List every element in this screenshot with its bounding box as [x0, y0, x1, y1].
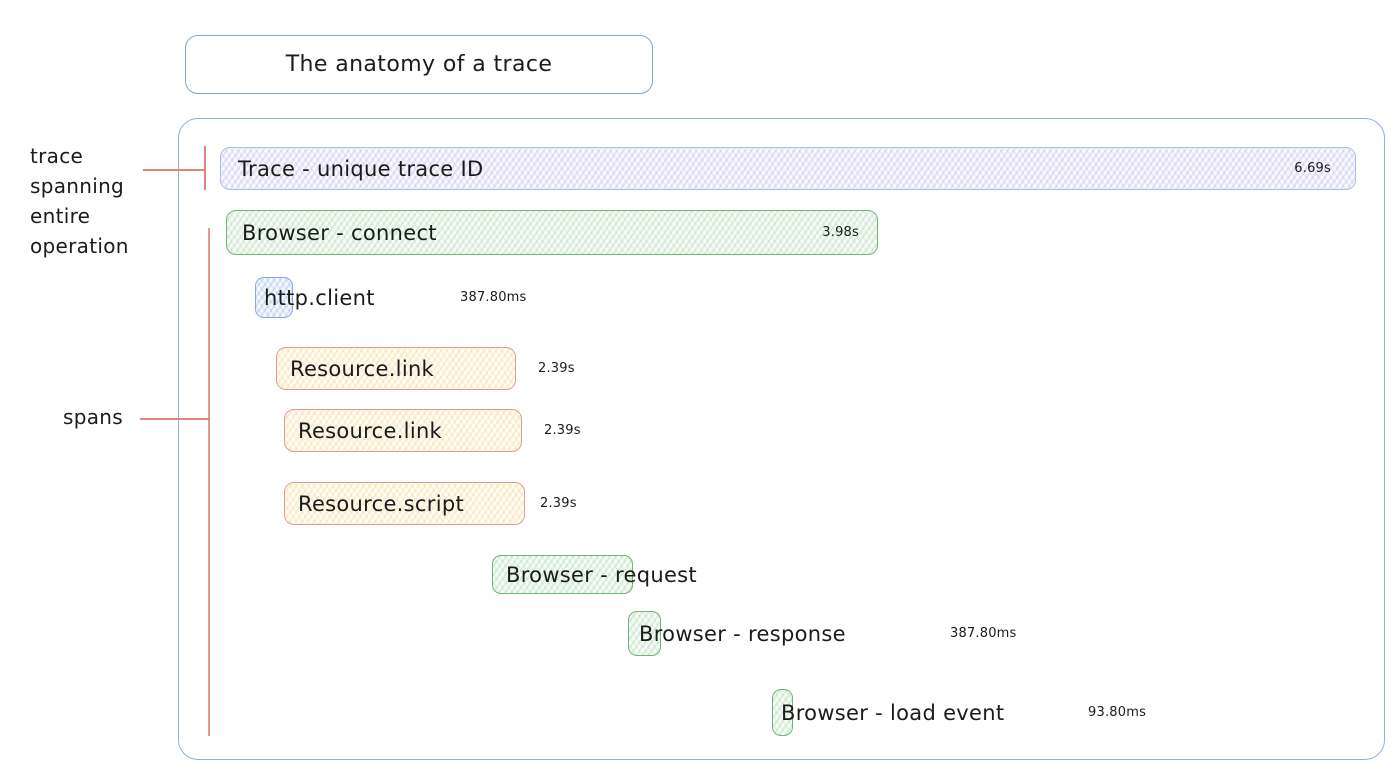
title-text: The anatomy of a trace — [285, 52, 553, 77]
span-http-client-label: http.client — [264, 285, 375, 310]
span-trace-bar: Trace - unique trace ID 6.69s — [220, 147, 1356, 190]
span-browser-connect-bar: Browser - connect 3.98s — [226, 210, 878, 255]
span-resource-script-bar: Resource.script — [284, 482, 525, 525]
span-http-client-duration: 387.80ms — [460, 290, 527, 305]
span-browser-connect-duration: 3.98s — [822, 225, 859, 240]
span-resource-link-2-bar: Resource.link — [284, 409, 522, 452]
span-browser-response-label: Browser - response — [639, 621, 846, 646]
span-resource-script-label: Resource.script — [298, 491, 464, 516]
span-resource-link-2-duration: 2.39s — [544, 423, 581, 438]
span-resource-link-1-bar: Resource.link — [276, 347, 516, 390]
title-box: The anatomy of a trace — [185, 35, 653, 94]
trace-annotation-label: trace spanning entire operation — [30, 144, 129, 258]
span-trace-label: Trace - unique trace ID — [238, 156, 484, 181]
trace-container-outline — [178, 118, 1385, 760]
span-browser-response-bar — [628, 611, 661, 656]
span-browser-response-duration: 387.80ms — [950, 626, 1017, 641]
spans-guide-line — [208, 228, 210, 736]
span-resource-link-1-duration: 2.39s — [538, 361, 575, 376]
span-browser-request-label: Browser - request — [506, 562, 697, 587]
span-resource-link-2-label: Resource.link — [298, 418, 443, 443]
span-http-client-bar — [255, 277, 293, 318]
span-browser-load-event-bar — [772, 689, 793, 736]
span-browser-request-bar — [492, 555, 633, 594]
span-browser-load-event-label: Browser - load event — [781, 700, 1005, 725]
span-resource-script-duration: 2.39s — [540, 496, 577, 511]
span-resource-link-1-label: Resource.link — [290, 356, 435, 381]
spans-annotation-label: spans — [63, 405, 123, 429]
span-browser-connect-label: Browser - connect — [242, 220, 437, 245]
span-trace-duration: 6.69s — [1294, 161, 1331, 176]
trace-annotation-tick — [204, 146, 206, 190]
span-browser-load-event-duration: 93.80ms — [1088, 705, 1147, 720]
trace-annotation-connector-line — [143, 169, 205, 171]
spans-annotation-connector-line — [140, 418, 210, 420]
